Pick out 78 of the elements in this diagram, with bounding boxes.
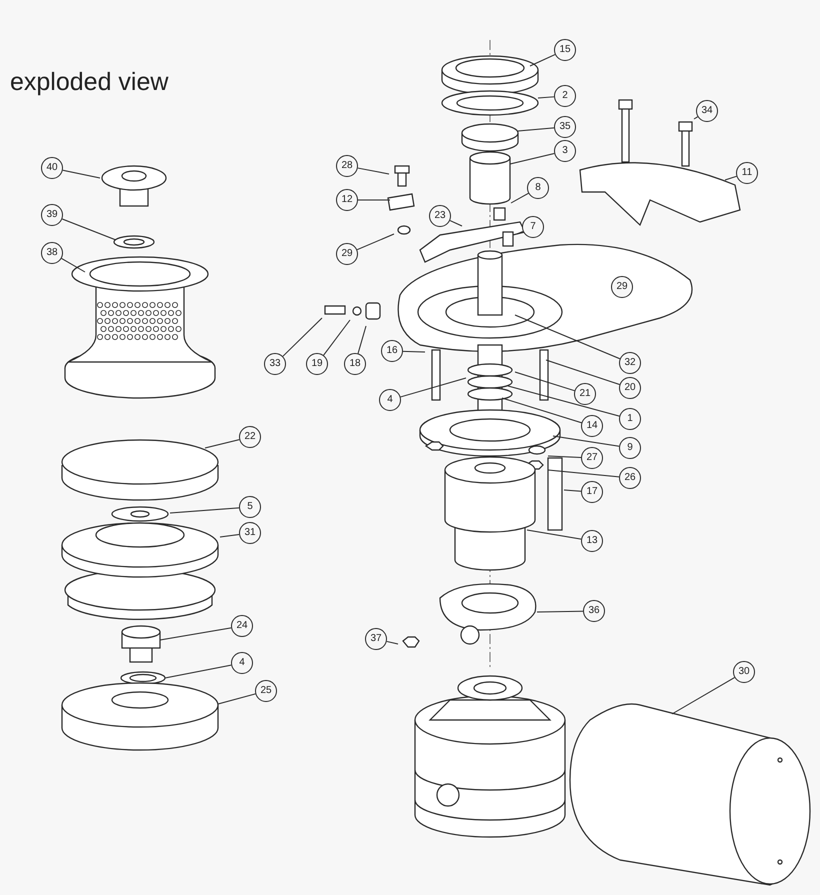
leader-line xyxy=(548,470,620,478)
leader-line xyxy=(526,530,582,540)
leader-line xyxy=(536,610,584,612)
callout-number: 32 xyxy=(619,352,641,374)
leader-line xyxy=(538,96,555,98)
callout-number: 13 xyxy=(581,530,603,552)
leader-line xyxy=(170,507,240,514)
callout-number: 28 xyxy=(336,155,358,177)
leader-line xyxy=(160,627,232,640)
leader-line xyxy=(323,320,350,356)
leader-line xyxy=(510,153,555,164)
leader-line xyxy=(400,378,466,398)
callout-number: 12 xyxy=(336,189,358,211)
leader-line xyxy=(282,318,322,357)
leader-line xyxy=(564,490,582,492)
leader-line xyxy=(530,54,556,66)
leader-line xyxy=(514,314,620,360)
leader-line xyxy=(552,436,620,447)
callout-number: 5 xyxy=(239,496,261,518)
callout-number: 3 xyxy=(554,140,576,162)
leader-line xyxy=(694,116,698,120)
leader-line xyxy=(510,192,529,204)
leader-line xyxy=(672,677,735,714)
leader-line xyxy=(548,456,582,458)
callout-number: 1 xyxy=(619,408,641,430)
leader-line xyxy=(357,168,390,174)
leader-line xyxy=(204,439,240,448)
leader-line xyxy=(62,218,116,240)
callout-number: 7 xyxy=(522,216,544,238)
callout-number: 25 xyxy=(255,680,277,702)
callout-number: 8 xyxy=(527,177,549,199)
callout-number: 33 xyxy=(264,353,286,375)
leader-line xyxy=(386,640,398,644)
callout-number: 19 xyxy=(306,353,328,375)
callout-number: 24 xyxy=(231,615,253,637)
callout-number: 36 xyxy=(583,600,605,622)
leader-line xyxy=(518,127,555,132)
leader-line xyxy=(546,360,620,386)
callout-number: 4 xyxy=(231,652,253,674)
leader-line xyxy=(514,372,575,392)
callout-number: 38 xyxy=(41,242,63,264)
callout-number: 20 xyxy=(619,377,641,399)
callout-number: 40 xyxy=(41,157,63,179)
callout-number: 17 xyxy=(581,481,603,503)
callout-number: 16 xyxy=(381,340,403,362)
callout-number: 9 xyxy=(619,437,641,459)
callout-number: 29 xyxy=(336,243,358,265)
callout-number: 22 xyxy=(239,426,261,448)
leader-line xyxy=(220,534,240,538)
callout-number: 15 xyxy=(554,39,576,61)
callout-number: 31 xyxy=(239,522,261,544)
callout-number: 4 xyxy=(379,389,401,411)
callout-number: 30 xyxy=(733,661,755,683)
leader-line xyxy=(356,234,394,250)
callout-number: 37 xyxy=(365,628,387,650)
leader-line xyxy=(508,386,620,417)
callout-number: 35 xyxy=(554,116,576,138)
callout-number: 27 xyxy=(581,447,603,469)
leader-line xyxy=(450,220,462,226)
leader-line xyxy=(402,350,426,352)
leader-line xyxy=(516,230,524,234)
callout-number: 18 xyxy=(344,353,366,375)
callout-number: 14 xyxy=(581,415,603,437)
leader-line xyxy=(218,693,256,704)
leader-line xyxy=(724,176,738,180)
callout-number: 34 xyxy=(696,100,718,122)
leader-line xyxy=(502,398,582,424)
leader-line xyxy=(61,258,86,272)
leader-line xyxy=(358,326,366,354)
leader-line xyxy=(62,170,100,178)
callout-number: 11 xyxy=(736,162,758,184)
callout-number: 2 xyxy=(554,85,576,107)
callout-number: 23 xyxy=(429,205,451,227)
callout-number: 26 xyxy=(619,467,641,489)
callout-number: 39 xyxy=(41,204,63,226)
callout-number: 21 xyxy=(574,383,596,405)
title: exploded view xyxy=(10,67,168,98)
leader-line xyxy=(164,664,232,678)
